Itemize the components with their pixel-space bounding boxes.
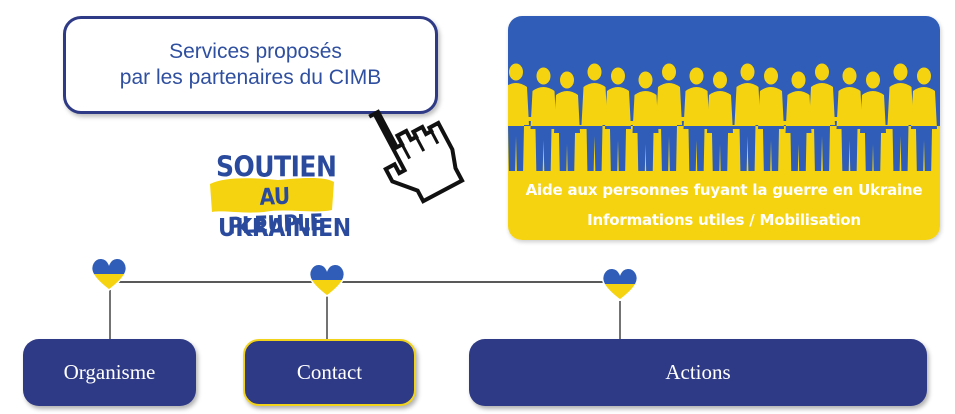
services-line-2: par les partenaires du CIMB xyxy=(119,66,382,89)
contact-button[interactable]: Contact xyxy=(243,339,416,406)
actions-button[interactable]: Actions xyxy=(469,339,927,406)
heart-icon xyxy=(90,257,128,291)
organisme-button[interactable]: Organisme xyxy=(23,339,196,406)
logo-line-1: SOUTIEN xyxy=(216,149,337,184)
services-partners-link[interactable]: Services proposés par les partenaires du… xyxy=(63,16,438,114)
heart-icon xyxy=(308,263,346,297)
logo-line-3: UKRAINIEN xyxy=(218,214,351,243)
banner-subtitle: Informations utiles / Mobilisation xyxy=(587,211,861,229)
banner-title: Aide aux personnes fuyant la guerre en U… xyxy=(525,181,923,199)
pointing-hand-icon xyxy=(368,109,465,204)
heart-icon xyxy=(601,267,639,301)
services-line-1: Services proposés xyxy=(169,40,342,63)
logo-yellow-splash xyxy=(210,178,334,213)
soutien-logo: SOUTIEN AU PLEUPLE UKRAINIEN xyxy=(206,148,351,248)
people-silhouettes-image xyxy=(508,16,940,240)
ukraine-aid-banner[interactable]: Aide aux personnes fuyant la guerre en U… xyxy=(508,16,940,240)
